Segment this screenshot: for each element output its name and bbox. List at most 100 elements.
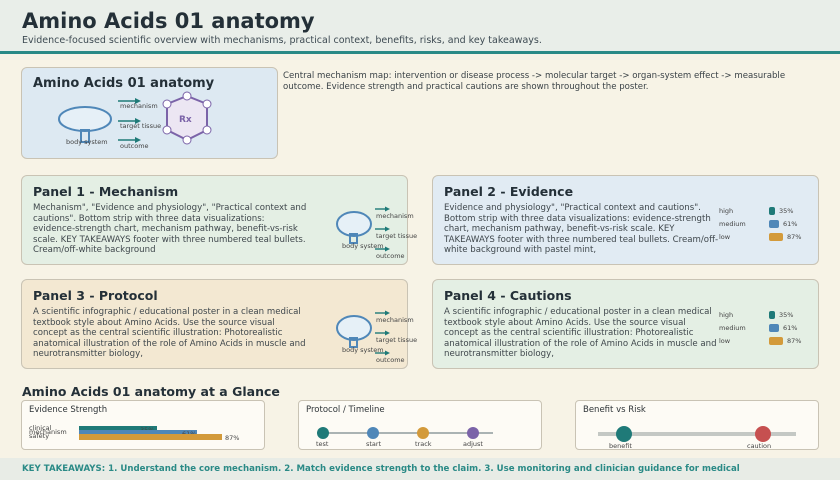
bar-value: 35% [779, 207, 793, 215]
intro-text: Central mechanism map: intervention or d… [283, 71, 786, 92]
bar-low [769, 233, 783, 241]
evidence-strength-box: Evidence Strength clinical mechanism saf… [21, 400, 265, 450]
benefit-dot [616, 426, 632, 442]
bar-value: 87% [225, 434, 239, 442]
hero-card: Amino Acids 01 anatomy body system mecha… [21, 67, 278, 159]
bar-label: safety [29, 432, 49, 440]
bar-label: high [719, 311, 733, 319]
bar-label: low [719, 233, 731, 241]
bar-value: 61% [783, 220, 797, 228]
step-dot [317, 427, 329, 439]
bar-value: 35% [779, 311, 793, 319]
bar-label: clinical [29, 424, 52, 432]
bar-value: 87% [787, 337, 801, 345]
arrowhead-icon [135, 118, 141, 124]
bar-low [769, 337, 783, 345]
bar-medium [769, 324, 779, 332]
header-divider [0, 51, 840, 54]
page-title: Amino Acids 01 anatomy [22, 9, 315, 33]
arrowhead-icon [135, 98, 141, 104]
atom-node-icon [202, 125, 212, 135]
protocol-timeline: test start track adjust [316, 427, 493, 448]
body-system-label: body system [66, 138, 108, 146]
evidence-strength-chart: clinical mechanism safety 35% 61% 87% [29, 424, 239, 442]
organ-stem [80, 129, 90, 143]
organ-stem [349, 233, 358, 244]
bar-mechanism [79, 430, 197, 436]
arrowhead-icon [385, 226, 390, 232]
panel-mechanism: Panel 1 - Mechanism Mechanism", "Evidenc… [21, 175, 417, 265]
header: Amino Acids 01 anatomy Evidence-focused … [0, 0, 840, 52]
arrowhead-icon [385, 310, 390, 316]
outcome-label: outcome [376, 356, 405, 364]
panel-protocol: Panel 3 - Protocol A scientific infograp… [21, 279, 417, 369]
organ-stem [349, 337, 358, 348]
target-label: target tissue [376, 232, 417, 240]
outcome-label: outcome [376, 252, 405, 260]
bar-label: low [719, 337, 731, 345]
panel-text: Mechanism", "Evidence and physiology", "… [33, 203, 307, 256]
bar-safety [79, 434, 222, 440]
arrowhead-icon [385, 350, 390, 356]
takeaways-text: KEY TAKEAWAYS: 1. Understand the core me… [22, 464, 740, 474]
atom-node-icon [202, 99, 212, 109]
protocol-timeline-box: Protocol / Timeline test start track adj… [298, 400, 542, 450]
evidence-strength-title: Evidence Strength [29, 405, 108, 415]
organ-shape [336, 211, 372, 237]
page-subtitle: Evidence-focused scientific overview wit… [22, 35, 542, 46]
step-label: track [415, 440, 432, 448]
panel-title: Panel 2 - Evidence [444, 184, 574, 199]
step-label: adjust [463, 440, 483, 448]
bar-value: 61% [783, 324, 797, 332]
benefit-label: benefit [609, 442, 632, 450]
step-label: start [366, 440, 382, 448]
arrowhead-icon [385, 206, 390, 212]
takeaways-footer: KEY TAKEAWAYS: 1. Understand the core me… [0, 458, 840, 480]
bar-label: medium [719, 324, 746, 332]
panel-text: Evidence and physiology", "Practical con… [444, 203, 719, 256]
body-system-label: body system [342, 346, 384, 354]
step-dot [417, 427, 429, 439]
panel-evidence: Panel 2 - Evidence Evidence and physiolo… [432, 175, 819, 265]
panel-title: Panel 1 - Mechanism [33, 184, 179, 199]
arrowhead-icon [385, 246, 390, 252]
bar-high [769, 207, 775, 215]
mechanism-label: mechanism [376, 316, 414, 324]
panel-text: A scientific infographic / educational p… [444, 307, 717, 360]
bar-medium [769, 220, 779, 228]
panel-cautions: Panel 4 - Cautions A scientific infograp… [432, 279, 819, 369]
bar-label: medium [719, 220, 746, 228]
atom-node-icon [162, 99, 172, 109]
arrowhead-icon [385, 330, 390, 336]
atom-node-icon [182, 135, 192, 145]
mechanism-mini-diagram: body system mechanism target tissue outc… [336, 206, 417, 260]
protocol-mini-diagram: body system mechanism target tissue outc… [336, 310, 417, 364]
outcome-label: outcome [120, 142, 149, 150]
body-system-label: body system [342, 242, 384, 250]
benefit-risk-scale: benefit caution [598, 426, 796, 450]
panel-title: Panel 4 - Cautions [444, 288, 572, 303]
bar-high [769, 311, 775, 319]
atom-node-icon [162, 125, 172, 135]
panel-title: Panel 3 - Protocol [33, 288, 158, 303]
protocol-timeline-title: Protocol / Timeline [306, 405, 385, 415]
mechanism-label: mechanism [120, 102, 158, 110]
mechanism-label: mechanism [376, 212, 414, 220]
hero-title: Amino Acids 01 anatomy [33, 76, 215, 91]
hero-diagram: body system mechanism target tissue outc… [58, 91, 212, 150]
benefit-risk-title: Benefit vs Risk [583, 405, 646, 415]
caution-dot [755, 426, 771, 442]
organ-shape [58, 106, 112, 132]
bar-clinical [79, 426, 157, 432]
panel-text: A scientific infographic / educational p… [33, 307, 306, 360]
glance-title: Amino Acids 01 anatomy at a Glance [22, 384, 280, 399]
rx-label: Rx [179, 115, 192, 125]
benefit-risk-box: Benefit vs Risk benefit caution [575, 400, 819, 450]
bar-label: high [719, 207, 733, 215]
organ-shape [336, 315, 372, 341]
caution-label: caution [747, 442, 771, 450]
step-dot [467, 427, 479, 439]
target-label: target tissue [120, 122, 161, 130]
step-label: test [316, 440, 329, 448]
atom-node-icon [182, 91, 192, 101]
